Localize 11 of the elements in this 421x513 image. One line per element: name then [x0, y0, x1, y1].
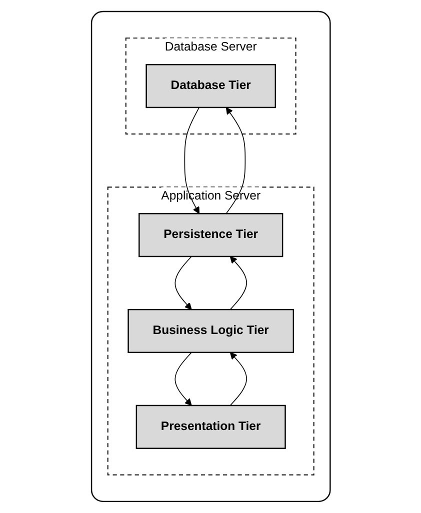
arrow [225, 107, 246, 214]
node-box: Persistence Tier [138, 213, 283, 258]
node-box: Business Logic Tier [127, 308, 294, 354]
arrow [229, 256, 247, 310]
arrow [174, 256, 192, 310]
arrow [174, 352, 192, 406]
arrow [229, 352, 247, 406]
node-box: Database Tier [145, 64, 276, 108]
node-box: Presentation Tier [135, 404, 286, 449]
cluster [90, 10, 330, 502]
arrow [184, 107, 200, 214]
